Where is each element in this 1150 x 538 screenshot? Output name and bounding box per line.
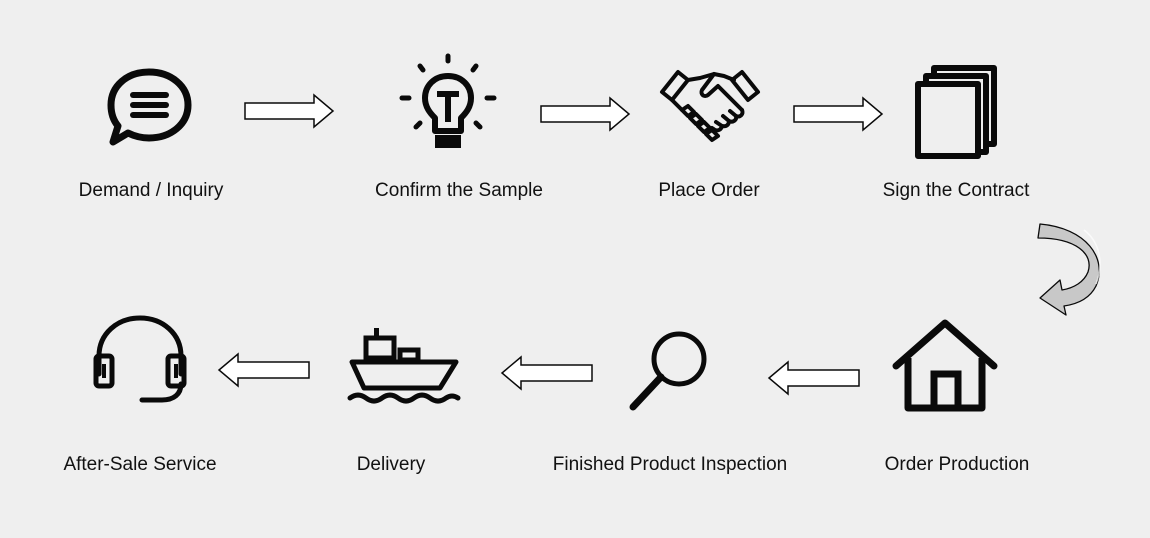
step-label-place-order: Place Order bbox=[658, 180, 760, 201]
documents-icon bbox=[912, 64, 1000, 160]
step-label-confirm-sample: Confirm the Sample bbox=[375, 180, 543, 201]
ship-icon bbox=[347, 326, 461, 404]
arrow-right-3 bbox=[793, 96, 884, 132]
magnifier-icon bbox=[628, 330, 714, 412]
lightbulb-icon bbox=[398, 52, 498, 152]
curved-connector-arrow bbox=[1034, 218, 1106, 322]
headset-icon bbox=[90, 312, 190, 406]
step-label-order-production: Order Production bbox=[884, 454, 1030, 475]
arrow-left-2 bbox=[500, 355, 593, 391]
step-label-delivery: Delivery bbox=[356, 454, 426, 475]
arrow-left-3 bbox=[217, 352, 310, 388]
step-label-product-inspection: Finished Product Inspection bbox=[552, 454, 788, 475]
arrow-right-1 bbox=[244, 93, 335, 129]
chat-bubble-icon bbox=[107, 68, 192, 148]
arrow-right-2 bbox=[540, 96, 631, 132]
step-label-sign-contract: Sign the Contract bbox=[882, 180, 1030, 201]
handshake-icon bbox=[660, 66, 760, 146]
step-label-after-sale-service: After-Sale Service bbox=[63, 454, 217, 475]
arrow-left-1 bbox=[767, 360, 860, 396]
house-icon bbox=[892, 318, 998, 414]
step-label-demand-inquiry: Demand / Inquiry bbox=[78, 180, 224, 201]
